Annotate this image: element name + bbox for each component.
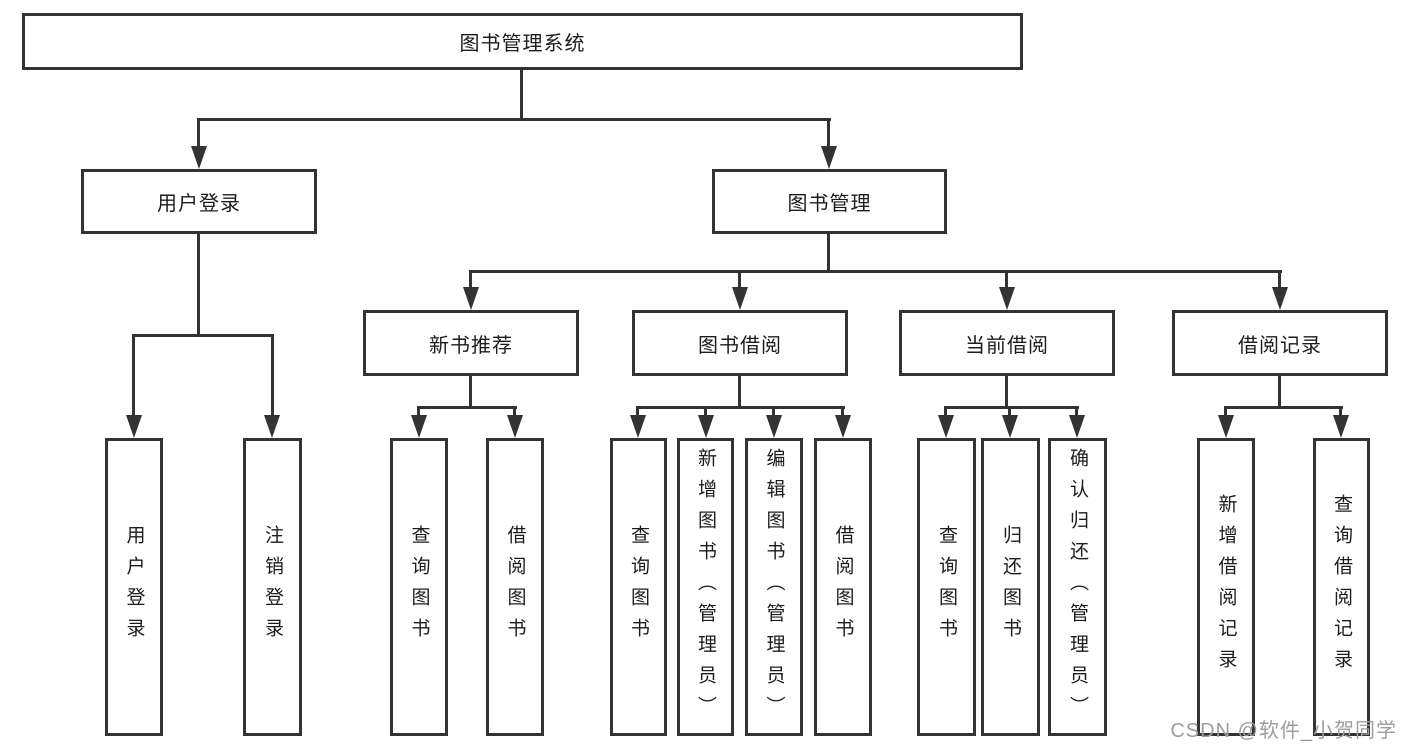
leaf-add-borrow-record-label: 新增借阅记录 bbox=[1215, 494, 1237, 680]
connector-l2-stub-left bbox=[197, 118, 200, 150]
arrow-down bbox=[766, 415, 782, 438]
connector-user-login-stem bbox=[197, 233, 200, 337]
arrow-down bbox=[411, 415, 427, 438]
leaf-return-books-label: 归还图书 bbox=[1000, 525, 1021, 649]
arrow-down bbox=[999, 287, 1015, 310]
csdn-watermark: CSDN @软件_小贺同学 bbox=[1170, 720, 1397, 742]
connector-b-stub-1 bbox=[417, 406, 420, 418]
arrow-down bbox=[938, 415, 954, 438]
leaf-edit-books-admin: 编辑图书（管理员） bbox=[745, 438, 803, 736]
node-root-label: 图书管理系统 bbox=[459, 33, 586, 55]
arrow-down bbox=[1002, 415, 1018, 438]
leaf-query-books-current-label: 查询图书 bbox=[936, 525, 957, 649]
node-book-borrowing: 图书借阅 bbox=[632, 310, 848, 376]
connector-e-branch bbox=[1225, 406, 1343, 409]
connector-e-stub-2 bbox=[1339, 406, 1342, 418]
leaf-user-login-label: 用户登录 bbox=[123, 525, 145, 649]
node-root: 图书管理系统 bbox=[22, 13, 1023, 70]
connector-d-stub-3 bbox=[1075, 406, 1078, 418]
leaf-query-books-current: 查询图书 bbox=[917, 438, 976, 736]
leaf-add-books-admin-label: 新增图书（管理员） bbox=[695, 447, 716, 727]
leaf-borrow-books-label: 借阅图书 bbox=[832, 525, 854, 649]
connector-a-stub-2 bbox=[271, 334, 274, 418]
leaf-add-borrow-record: 新增借阅记录 bbox=[1197, 438, 1255, 736]
connector-cur-borrow-stem bbox=[1005, 376, 1008, 409]
connector-l2-branch bbox=[198, 118, 831, 121]
leaf-query-borrow-record-label: 查询借阅记录 bbox=[1331, 494, 1352, 680]
arrow-down bbox=[732, 287, 748, 310]
connector-l3-stub-2 bbox=[738, 270, 741, 292]
leaf-query-borrow-record: 查询借阅记录 bbox=[1313, 438, 1370, 736]
node-book-management: 图书管理 bbox=[712, 169, 947, 234]
leaf-confirm-return-admin: 确认归还（管理员） bbox=[1048, 438, 1107, 736]
arrow-down bbox=[1069, 415, 1085, 438]
connector-a-stub-1 bbox=[132, 334, 135, 418]
connector-book-borrow-stem bbox=[738, 376, 741, 409]
connector-l3-stub-4 bbox=[1278, 270, 1281, 292]
node-user-login-label: 用户登录 bbox=[157, 193, 241, 215]
leaf-return-books: 归还图书 bbox=[981, 438, 1040, 736]
connector-c-stub-3 bbox=[772, 406, 775, 418]
connector-b-stub-2 bbox=[513, 406, 516, 418]
leaf-query-books-borrowing-label: 查询图书 bbox=[628, 525, 649, 649]
leaf-query-books-recommend-label: 查询图书 bbox=[408, 525, 430, 649]
arrow-down bbox=[191, 146, 207, 169]
node-book-management-label: 图书管理 bbox=[787, 193, 872, 215]
connector-l3-branch bbox=[470, 270, 1282, 273]
node-current-borrowing-label: 当前借阅 bbox=[965, 334, 1049, 357]
connector-a-branch bbox=[133, 334, 274, 337]
leaf-query-books-recommend: 查询图书 bbox=[390, 438, 448, 736]
connector-e-stub-1 bbox=[1224, 406, 1227, 418]
arrow-down bbox=[507, 415, 523, 438]
arrow-down bbox=[264, 415, 280, 438]
leaf-borrow-books-recommend: 借阅图书 bbox=[486, 438, 544, 736]
connector-b-branch bbox=[418, 406, 517, 409]
connector-d-branch bbox=[945, 406, 1079, 409]
arrow-down bbox=[821, 146, 837, 169]
arrow-down bbox=[463, 287, 479, 310]
connector-d-stub-1 bbox=[944, 406, 947, 418]
leaf-query-books-borrowing: 查询图书 bbox=[610, 438, 667, 736]
node-book-borrowing-label: 图书借阅 bbox=[698, 334, 782, 357]
connector-c-branch bbox=[637, 406, 845, 409]
connector-c-stub-2 bbox=[704, 406, 707, 418]
connector-d-stub-2 bbox=[1008, 406, 1011, 418]
leaf-add-books-admin: 新增图书（管理员） bbox=[677, 438, 734, 736]
connector-borrow-rec-stem bbox=[1278, 376, 1281, 409]
leaf-borrow-books: 借阅图书 bbox=[814, 438, 872, 736]
arrow-down bbox=[1333, 415, 1349, 438]
node-current-borrowing: 当前借阅 bbox=[899, 310, 1115, 376]
leaf-edit-books-admin-label: 编辑图书（管理员） bbox=[763, 447, 785, 727]
node-user-login: 用户登录 bbox=[81, 169, 317, 234]
node-borrow-records: 借阅记录 bbox=[1172, 310, 1388, 376]
connector-c-stub-4 bbox=[841, 406, 844, 418]
arrow-down bbox=[1272, 287, 1288, 310]
leaf-logout-label: 注销登录 bbox=[262, 525, 283, 649]
arrow-down bbox=[835, 415, 851, 438]
arrow-down bbox=[630, 415, 646, 438]
connector-c-stub-1 bbox=[636, 406, 639, 418]
node-new-book-recommend: 新书推荐 bbox=[363, 310, 579, 376]
connector-root-stem bbox=[520, 70, 523, 121]
arrow-down bbox=[126, 415, 142, 438]
connector-new-book-stem bbox=[469, 376, 472, 409]
connector-l3-stub-3 bbox=[1005, 270, 1008, 292]
node-new-book-recommend-label: 新书推荐 bbox=[429, 334, 513, 357]
connector-book-mgmt-stem bbox=[827, 233, 830, 273]
leaf-borrow-books-recommend-label: 借阅图书 bbox=[504, 525, 526, 649]
leaf-user-login: 用户登录 bbox=[105, 438, 163, 736]
connector-l3-stub-1 bbox=[469, 270, 472, 292]
connector-l2-stub-right bbox=[827, 118, 830, 150]
arrow-down bbox=[698, 415, 714, 438]
node-borrow-records-label: 借阅记录 bbox=[1238, 334, 1322, 357]
leaf-confirm-return-admin-label: 确认归还（管理员） bbox=[1067, 447, 1088, 727]
leaf-logout: 注销登录 bbox=[243, 438, 302, 736]
arrow-down bbox=[1218, 415, 1234, 438]
